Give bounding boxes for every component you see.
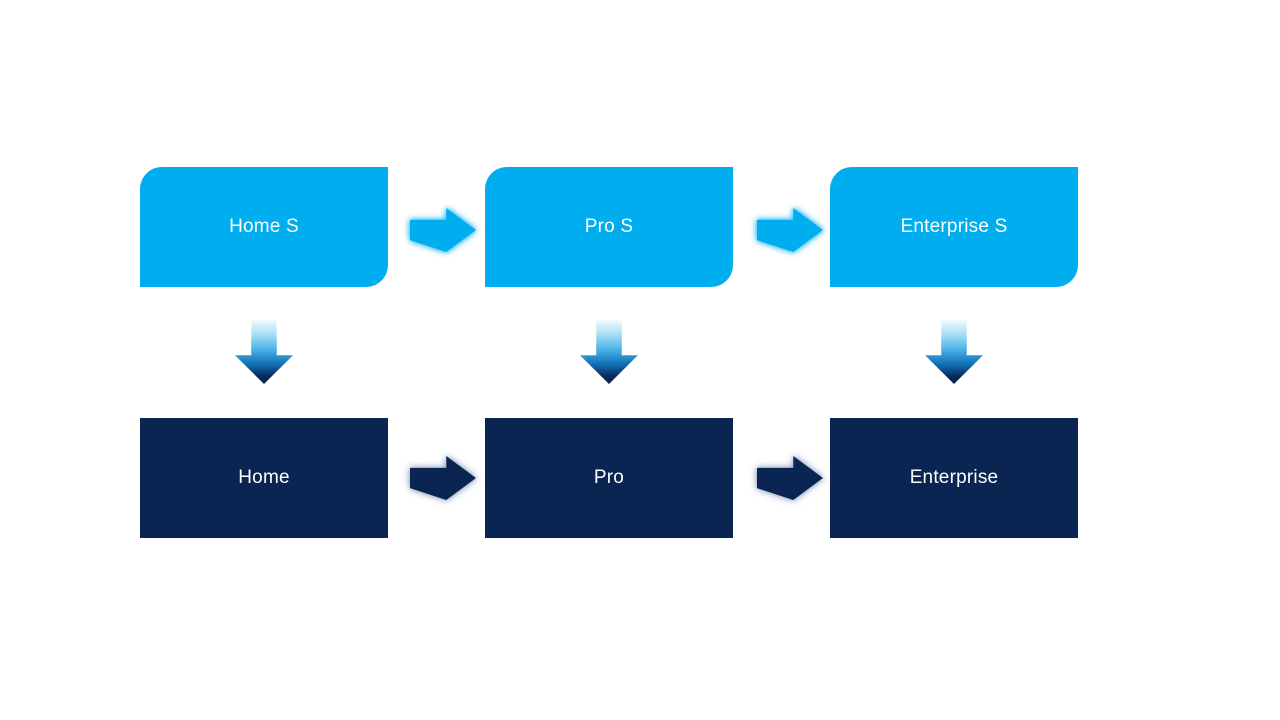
- node-home: Home: [140, 418, 388, 538]
- right-arrow-shape: [410, 208, 476, 252]
- right-arrow-shape: [410, 456, 476, 500]
- down-arrow-shape: [580, 320, 638, 384]
- node-enterprise-label: Enterprise: [909, 467, 999, 488]
- node-enterprise-s-label: Enterprise S: [900, 216, 1008, 237]
- node-enterprise: Enterprise: [830, 418, 1078, 538]
- node-home-label: Home: [238, 467, 290, 488]
- down-arrow-shape: [235, 320, 293, 384]
- down-arrow-icon-home-s-to-home: [235, 320, 293, 384]
- right-arrow-icon-pro-s-to-enterprise-s: [757, 208, 823, 252]
- down-arrow-icon-enterprise-s-to-enterprise: [925, 320, 983, 384]
- down-arrow-icon-pro-s-to-pro: [580, 320, 638, 384]
- node-pro: Pro: [485, 418, 733, 538]
- node-pro-s: Pro S: [485, 167, 733, 287]
- right-arrow-shape: [757, 208, 823, 252]
- node-pro-label: Pro: [593, 467, 625, 488]
- right-arrow-icon-home-s-to-pro-s: [410, 208, 476, 252]
- node-home-s-label: Home S: [229, 216, 299, 237]
- right-arrow-icon-pro-to-enterprise: [757, 456, 823, 500]
- node-enterprise-s: Enterprise S: [830, 167, 1078, 287]
- right-arrow-icon-home-to-pro: [410, 456, 476, 500]
- right-arrow-shape: [757, 456, 823, 500]
- down-arrow-shape: [925, 320, 983, 384]
- node-pro-s-label: Pro S: [584, 216, 634, 237]
- node-home-s: Home S: [140, 167, 388, 287]
